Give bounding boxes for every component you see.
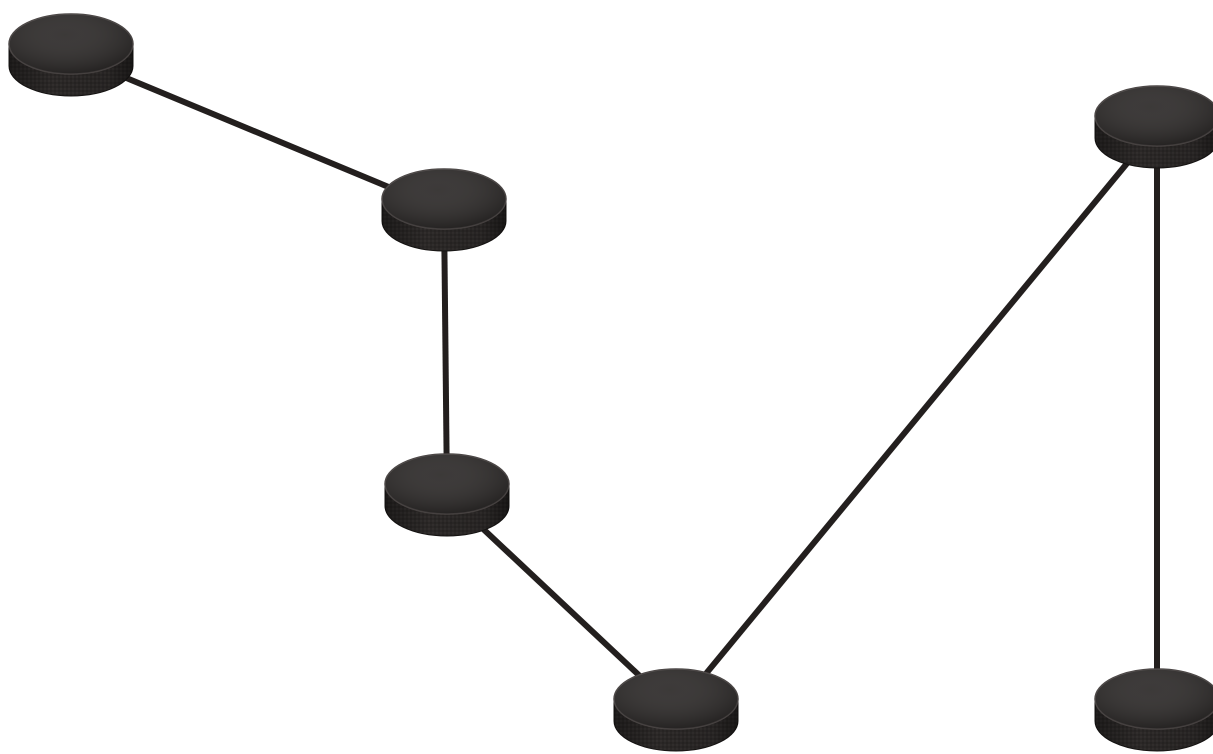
edge-puck-4-puck-5 bbox=[673, 125, 1160, 712]
edge-puck-2-puck-3 bbox=[441, 209, 450, 496]
edge-puck-3-puck-4 bbox=[444, 492, 679, 713]
hockey-puck-icon bbox=[8, 13, 134, 97]
edges-layer bbox=[69, 52, 1160, 713]
hockey-puck-icon bbox=[381, 168, 507, 252]
edge-puck-1-puck-2 bbox=[69, 52, 446, 213]
hockey-puck-icon bbox=[1094, 668, 1213, 752]
hockey-puck-icon bbox=[384, 453, 510, 537]
hockey-puck-icon bbox=[613, 668, 739, 752]
nodes-layer bbox=[8, 13, 1213, 752]
hockey-puck-icon bbox=[1094, 85, 1213, 169]
